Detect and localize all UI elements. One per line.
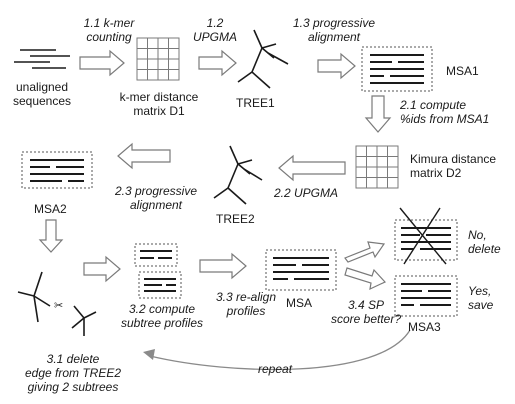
rejected-msa-box xyxy=(394,207,458,265)
arrow-2-3 xyxy=(117,142,171,170)
msa1-box xyxy=(361,46,433,92)
unaligned-sequences-label: unaligned sequences xyxy=(12,80,72,108)
arrow-to-yes xyxy=(344,267,386,291)
arrow-2-1 xyxy=(364,95,392,133)
stage-1-2-label: 1.2 UPGMA xyxy=(192,16,237,44)
msa3-box xyxy=(394,275,458,317)
kimura-matrix-label: Kimura distance matrix D2 xyxy=(410,152,497,180)
subtree-profile-1 xyxy=(134,243,178,267)
tree2-graphic xyxy=(213,145,263,205)
msa2-label: MSA2 xyxy=(34,202,67,216)
kimura-distance-matrix xyxy=(355,145,399,189)
arrow-to-no xyxy=(344,241,386,263)
tree2-label: TREE2 xyxy=(216,212,255,226)
subtree-profile-2 xyxy=(138,271,182,299)
stage-1-1-label: 1.1 k-mer counting xyxy=(83,16,135,44)
repeat-label: repeat xyxy=(258,362,293,376)
arrow-2-3-down xyxy=(38,219,64,253)
stage-3-3-label: 3.3 re-align profiles xyxy=(215,290,277,318)
arrow-1-3 xyxy=(317,52,356,80)
stage-3-2-label: 3.2 compute subtree profiles xyxy=(120,302,204,330)
arrow-1-2 xyxy=(198,49,237,77)
tree1-graphic xyxy=(237,29,289,89)
repeat-arrow xyxy=(143,329,411,371)
yes-save-label: Yes, save xyxy=(468,284,494,312)
stage-3-1-label: 3.1 delete edge from TREE2 giving 2 subt… xyxy=(24,352,122,394)
no-delete-label: No, delete xyxy=(468,228,501,256)
flow-arrows xyxy=(38,49,392,291)
stage-1-3-label: 1.3 progressive alignment xyxy=(292,16,376,44)
scissors-icon: ✂ xyxy=(54,300,64,312)
stage-2-2-label: 2.2 UPGMA xyxy=(274,186,339,200)
cross-out-mark xyxy=(399,207,447,265)
msa2-box xyxy=(21,151,93,189)
arrow-3-1 xyxy=(83,255,121,283)
msa-label: MSA xyxy=(286,296,313,310)
arrow-1-1 xyxy=(79,49,125,77)
stage-2-1-label: 2.1 compute %ids from MSA1 xyxy=(400,98,490,126)
stage-3-4-label: 3.4 SP score better? xyxy=(330,298,402,326)
arrow-3-2 xyxy=(199,252,247,280)
msa1-label: MSA1 xyxy=(446,64,479,78)
kmer-distance-matrix xyxy=(136,37,180,81)
msa-box xyxy=(265,249,337,291)
unaligned-sequence-lines xyxy=(14,49,70,69)
arrow-2-2 xyxy=(278,154,346,182)
split-subtrees xyxy=(17,271,97,336)
kmer-matrix-label: k-mer distance matrix D1 xyxy=(119,90,199,118)
stage-2-3-label: 2.3 progressive alignment xyxy=(114,184,198,212)
msa3-label: MSA3 xyxy=(408,320,441,334)
tree1-label: TREE1 xyxy=(236,96,275,110)
